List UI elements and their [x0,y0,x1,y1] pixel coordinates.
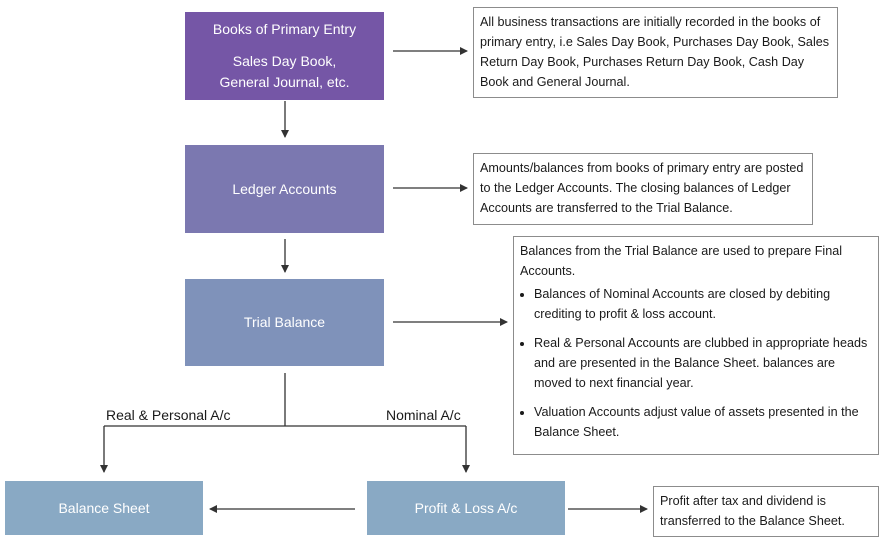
note-primary-entry-text: All business transactions are initially … [480,15,830,89]
note-trial-bullet: Valuation Accounts adjust value of asset… [534,402,872,442]
node-ledger-accounts: Ledger Accounts [185,145,384,233]
note-trial-bullet: Real & Personal Accounts are clubbed in … [534,333,872,393]
node-ledger-label: Ledger Accounts [232,180,337,197]
note-primary-entry: All business transactions are initially … [473,7,838,98]
note-profit-loss: Profit after tax and dividend is transfe… [653,486,879,537]
edge-label-real-personal: Real & Personal A/c [106,407,231,423]
node-trial-label: Trial Balance [243,314,326,330]
node-books-of-primary-entry: Books of Primary Entry Sales Day Book, G… [185,12,384,100]
note-trial-bullet-list: Balances of Nominal Accounts are closed … [520,284,872,442]
node-primary-entry-title: Books of Primary Entry [212,21,357,37]
note-ledger: Amounts/balances from books of primary e… [473,153,813,225]
node-trial-balance: Trial Balance [185,279,384,366]
node-profit-loss-label: Profit & Loss A/c [414,499,518,516]
node-primary-entry-line2: Sales Day Book, [232,53,337,69]
node-primary-entry-line3: General Journal, etc. [219,74,350,90]
note-ledger-text: Amounts/balances from books of primary e… [480,161,804,215]
note-trial-intro: Balances from the Trial Balance are used… [520,244,843,278]
note-profit-loss-text: Profit after tax and dividend is transfe… [660,494,845,528]
node-balance-sheet-label: Balance Sheet [58,499,150,516]
note-trial-balance: Balances from the Trial Balance are used… [513,236,879,455]
node-profit-loss: Profit & Loss A/c [367,481,565,535]
node-balance-sheet: Balance Sheet [5,481,203,535]
edge-label-nominal: Nominal A/c [386,407,461,423]
note-trial-bullet: Balances of Nominal Accounts are closed … [534,284,872,324]
